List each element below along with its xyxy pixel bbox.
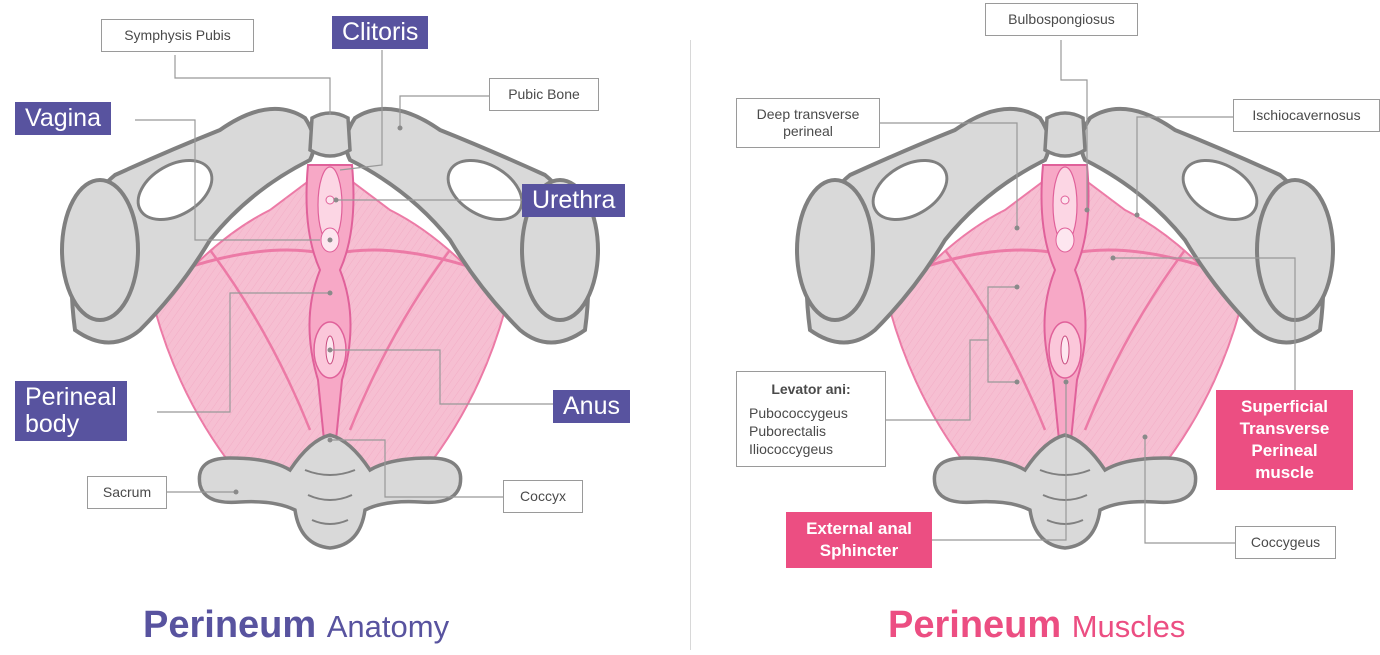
vagina-lumen: [1056, 228, 1074, 252]
urethral-opening: [1061, 196, 1069, 204]
title-anatomy-light: Anatomy: [327, 609, 449, 644]
leader-dot: [1135, 213, 1140, 218]
label-clitoris: Clitoris: [332, 16, 428, 49]
superficial-line-2: Transverse: [1226, 418, 1343, 440]
label-perineal-body: Perineal body: [15, 381, 127, 441]
superficial-line-1: Superficial: [1226, 396, 1343, 418]
leader-dot: [328, 438, 333, 443]
title-anatomy-bold: Perineum: [143, 604, 316, 646]
deep-transverse-line-2: perineal: [749, 123, 867, 140]
deep-transverse-line-1: Deep transverse: [749, 106, 867, 123]
ischium-left: [797, 180, 873, 320]
leader-dot: [1015, 226, 1020, 231]
label-bulbospongiosus: Bulbospongiosus: [985, 3, 1138, 36]
label-deep-transverse-perineal: Deep transverse perineal: [736, 98, 880, 148]
label-symphysis-pubis: Symphysis Pubis: [101, 19, 254, 52]
symphysis-pubis: [1045, 113, 1085, 156]
title-muscles-bold: Perineum: [888, 604, 1061, 646]
leader-dot: [1143, 435, 1148, 440]
label-pubic-bone: Pubic Bone: [489, 78, 599, 111]
label-coccygeus: Coccygeus: [1235, 526, 1336, 559]
levator-ani-item: Pubococcygeus: [749, 404, 873, 422]
leader-symphysis: [175, 55, 330, 115]
leader-dot: [328, 348, 333, 353]
label-sacrum: Sacrum: [87, 476, 167, 509]
label-ischiocavernosus: Ischiocavernosus: [1233, 99, 1380, 132]
title-muscles: Perineum Muscles: [888, 604, 1185, 647]
leader-dot: [328, 291, 333, 296]
sphincter-line-1: External anal: [796, 518, 922, 540]
perineal-body-line-2: body: [25, 411, 117, 438]
title-anatomy: Perineum Anatomy: [143, 604, 449, 647]
perineal-body-line-1: Perineal: [25, 384, 117, 411]
urethral-opening: [326, 196, 334, 204]
anal-opening: [1061, 336, 1069, 364]
leader-dot: [328, 238, 333, 243]
label-superficial-transverse-perineal: Superficial Transverse Perineal muscle: [1216, 390, 1353, 490]
leader-dot: [1064, 380, 1069, 385]
symphysis-pubis: [310, 113, 350, 156]
leader-dot: [1015, 380, 1020, 385]
levator-ani-item: Iliococcygeus: [749, 440, 873, 458]
label-external-anal-sphincter: External anal Sphincter: [786, 512, 932, 568]
leader-dot: [234, 490, 239, 495]
leader-dot: [334, 198, 339, 203]
levator-ani-item: Puborectalis: [749, 422, 873, 440]
levator-ani-heading: Levator ani:: [749, 380, 873, 398]
superficial-line-3: Perineal muscle: [1226, 440, 1343, 484]
panel-divider: [690, 40, 691, 650]
leader-dot: [1085, 208, 1090, 213]
label-urethra: Urethra: [522, 184, 625, 217]
label-levator-ani: Levator ani: Pubococcygeus Puborectalis …: [736, 371, 886, 467]
label-vagina: Vagina: [15, 102, 111, 135]
label-anus: Anus: [553, 390, 630, 423]
leader-dot: [1111, 256, 1116, 261]
title-muscles-light: Muscles: [1072, 609, 1186, 644]
ischium-left: [62, 180, 138, 320]
label-coccyx: Coccyx: [503, 480, 583, 513]
sphincter-line-2: Sphincter: [796, 540, 922, 562]
leader-dot: [1015, 285, 1020, 290]
leader-dot: [398, 126, 403, 131]
